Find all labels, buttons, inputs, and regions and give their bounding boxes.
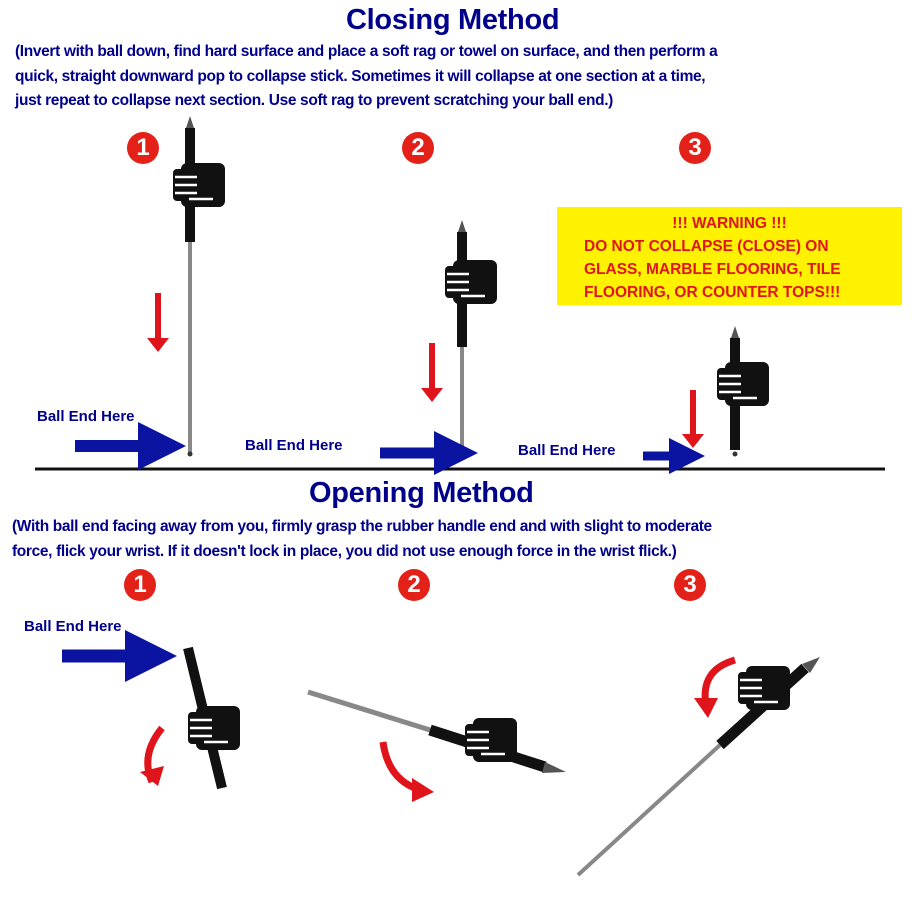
closing-instruction-line: (Invert with ball down, find hard surfac… — [15, 43, 718, 60]
opening-step-1-badge: 1 — [124, 569, 156, 601]
opening-step-2-badge: 2 — [398, 569, 430, 601]
warning-box: !!! WARNING !!! DO NOT COLLAPSE (CLOSE) … — [557, 207, 902, 305]
fist-icon — [715, 360, 771, 408]
fist-icon — [443, 258, 499, 306]
warning-line: DO NOT COLLAPSE (CLOSE) ON — [584, 238, 829, 255]
down-arrow-icon — [421, 343, 443, 402]
warning-line: FLOORING, OR COUNTER TOPS!!! — [584, 284, 841, 301]
opening-method-title: Opening Method — [309, 477, 534, 509]
closing-stick-1 — [171, 116, 227, 457]
opening-stick-2 — [307, 689, 566, 773]
ball-end-label-2: Ball End Here — [245, 437, 343, 454]
fist-icon — [736, 664, 792, 712]
closing-step-1-badge: 1 — [127, 132, 159, 164]
ball-end-label-opening: Ball End Here — [24, 618, 122, 635]
opening-stick-3 — [576, 657, 820, 877]
closing-instruction-line: quick, straight downward pop to collapse… — [15, 67, 706, 85]
warning-line: GLASS, MARBLE FLOORING, TILE — [584, 261, 841, 278]
closing-stick-3 — [715, 326, 771, 457]
fist-icon — [186, 704, 242, 752]
closing-instructions: (Invert with ball down, find hard surfac… — [15, 40, 718, 114]
closing-step-2-badge: 2 — [402, 132, 434, 164]
opening-step-3-badge: 3 — [674, 569, 706, 601]
ball-end-label-1: Ball End Here — [37, 408, 135, 425]
fist-icon — [171, 161, 227, 209]
closing-stick-2 — [443, 220, 499, 457]
fist-icon — [463, 716, 519, 764]
warning-heading: !!! WARNING !!! — [672, 215, 787, 232]
closing-step-3-badge: 3 — [679, 132, 711, 164]
closing-instruction-line: just repeat to collapse next section. Us… — [15, 92, 613, 109]
ball-end-label-3: Ball End Here — [518, 442, 616, 459]
down-arrow-icon — [147, 293, 169, 352]
opening-instructions: (With ball end facing away from you, fir… — [12, 515, 712, 564]
closing-method-title: Closing Method — [346, 4, 560, 36]
down-arrow-icon — [682, 390, 704, 448]
opening-instruction-line: (With ball end facing away from you, fir… — [12, 518, 712, 535]
opening-instruction-line: force, flick your wrist. If it doesn't l… — [12, 542, 677, 560]
opening-stick-1 — [183, 646, 242, 790]
